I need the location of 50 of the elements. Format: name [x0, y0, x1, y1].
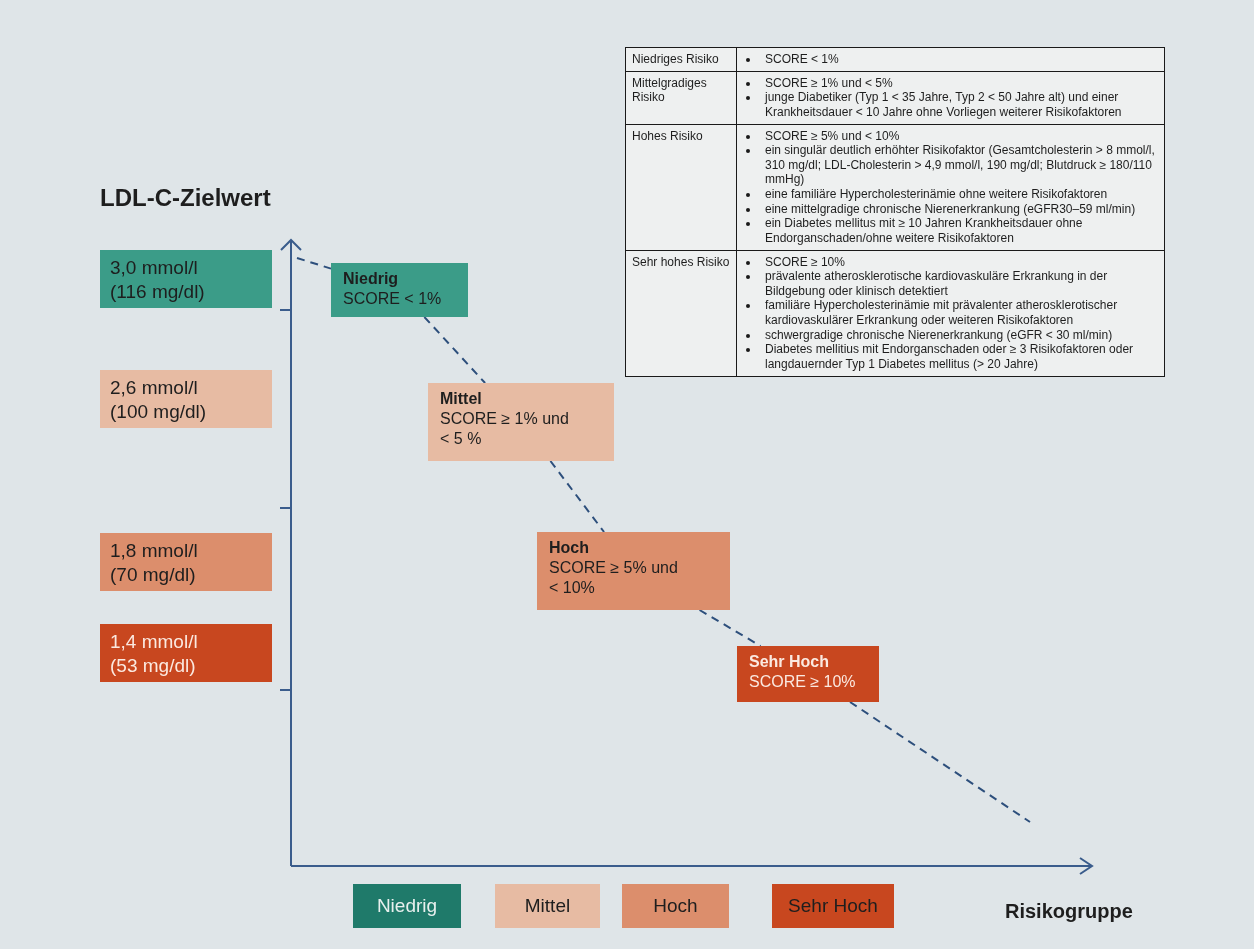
risk-heading: Mittel [440, 389, 483, 409]
target-value-text: 2,6 mmol/l (100 mg/dl) [110, 376, 208, 424]
category-box [622, 884, 729, 928]
bullet-item: Diabetes mellitius mit Endorganschaden oder ≥ 3 Risikofaktoren oder langdauernder Typ 1 Diabetes mellitus (> 20 Jahre) [765, 342, 1134, 371]
target-value-text: 1,4 mmol/l (53 mg/dl) [110, 630, 199, 678]
category-text: Hoch [653, 895, 698, 917]
category-text: Sehr Hoch [788, 895, 878, 917]
score-text: SCORE < 1% [343, 289, 443, 309]
bullet-item: SCORE ≥ 5% und < 10% [765, 128, 900, 143]
table-cell: Niedriges Risiko [625, 47, 737, 72]
bullet-item: SCORE ≥ 1% und < 5% [765, 75, 893, 90]
axis-title: LDL-C-Zielwert [100, 184, 271, 212]
table-cell: Hohes Risiko [625, 124, 737, 250]
category-text: Niedrig [376, 895, 438, 917]
category-text: Mittel [524, 895, 571, 917]
risk-heading: Hoch [549, 538, 590, 558]
bullet-item: SCORE < 1% [765, 52, 839, 66]
category-box [772, 884, 894, 928]
risk-heading: Niedrig [343, 269, 400, 289]
risk-box [331, 263, 468, 317]
target-value-box [100, 250, 272, 308]
dashed-trend-line [849, 701, 1031, 823]
dashed-trend-line [296, 257, 332, 270]
dashed-trend-line [549, 460, 606, 533]
axis-title: Risikogruppe [1005, 900, 1133, 923]
dashed-trend-line [423, 316, 487, 384]
target-value-box [100, 624, 272, 682]
bullet-item: schwergradige chronische Nierenerkrankung (eGFR < 30 ml/min) [765, 327, 1113, 342]
target-value-text: 1,8 mmol/l (70 mg/dl) [110, 539, 199, 587]
risk-heading: Sehr Hoch [749, 652, 830, 672]
bullet-item: junge Diabetiker (Typ 1 < 35 Jahre, Typ 2 < 50 Jahre alt) und einer Krankheitsdauer < 10 Jahre ohne Vorliegen weiterer Risikofaktoren [765, 90, 1122, 119]
dashed-trend-line [698, 609, 762, 647]
risk-box [428, 383, 614, 461]
table-cell: Sehr hohes Risiko [625, 250, 737, 376]
score-text: SCORE ≥ 1% und < 5 % [440, 409, 570, 449]
target-value-box [100, 533, 272, 591]
category-box [353, 884, 461, 928]
risk-box [737, 646, 879, 702]
category-box [495, 884, 600, 928]
bullet-item: SCORE ≥ 10% [765, 254, 845, 269]
target-value-box [100, 370, 272, 428]
risk-box [537, 532, 730, 610]
target-value-text: 3,0 mmol/l (116 mg/dl) [110, 256, 206, 304]
bullet-item: ein Diabetes mellitus mit ≥ 10 Jahren Krankheitsdauer ohne Endorganschaden/ohne weitere Risikofaktoren [765, 216, 1083, 245]
table-cell: Mittelgradiges Risiko [625, 71, 737, 124]
bullet-item: ein singulär deutlich erhöhter Risikofaktor (Gesamtcholesterin > 8 mmol/l, 310 mg/dl; LDL-Cholesterin > 4,9 mmol/l, 190 mg/dl; Blutdruck ≥ 180/110 mmHg) [765, 143, 1155, 187]
bullet-item: eine familiäre Hypercholesterinämie ohne weitere Risikofaktoren [765, 187, 1108, 201]
score-text: SCORE ≥ 10% [749, 672, 857, 692]
bullet-item: eine mittelgradige chronische Nierenerkrankung (eGFR30–59 ml/min) [765, 201, 1136, 216]
score-text: SCORE ≥ 5% und < 10% [549, 558, 679, 598]
